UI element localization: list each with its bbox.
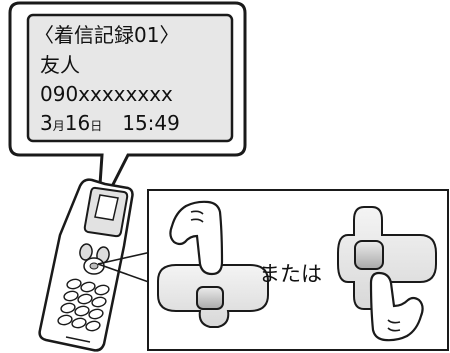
caller-number: 090xxxxxxxx [40,82,173,106]
pointing-finger-up-icon [369,271,424,342]
cross-key-up-press [157,200,269,328]
call-day: 16 [65,111,90,135]
navigation-instruction-panel: または [147,189,449,351]
call-datetime: 3月16日 15:49 [40,111,180,135]
call-month-unit: 月 [53,119,65,133]
or-separator-text: または [259,262,322,286]
call-log-title: 〈着信記録01〉 [34,23,179,47]
caller-name: 友人 [40,53,80,77]
call-month: 3 [40,111,53,135]
call-time: 15:49 [122,111,180,135]
handset-screen-display [26,13,234,143]
callout-bubble: 〈着信記録01〉 友人 090xxxxxxxx 3月16日 15:49 [8,1,247,215]
cordless-handset-icon [38,178,134,352]
pointing-finger-down-icon [169,200,224,276]
cross-key-down-press [337,206,437,342]
call-day-unit: 日 [90,119,102,133]
